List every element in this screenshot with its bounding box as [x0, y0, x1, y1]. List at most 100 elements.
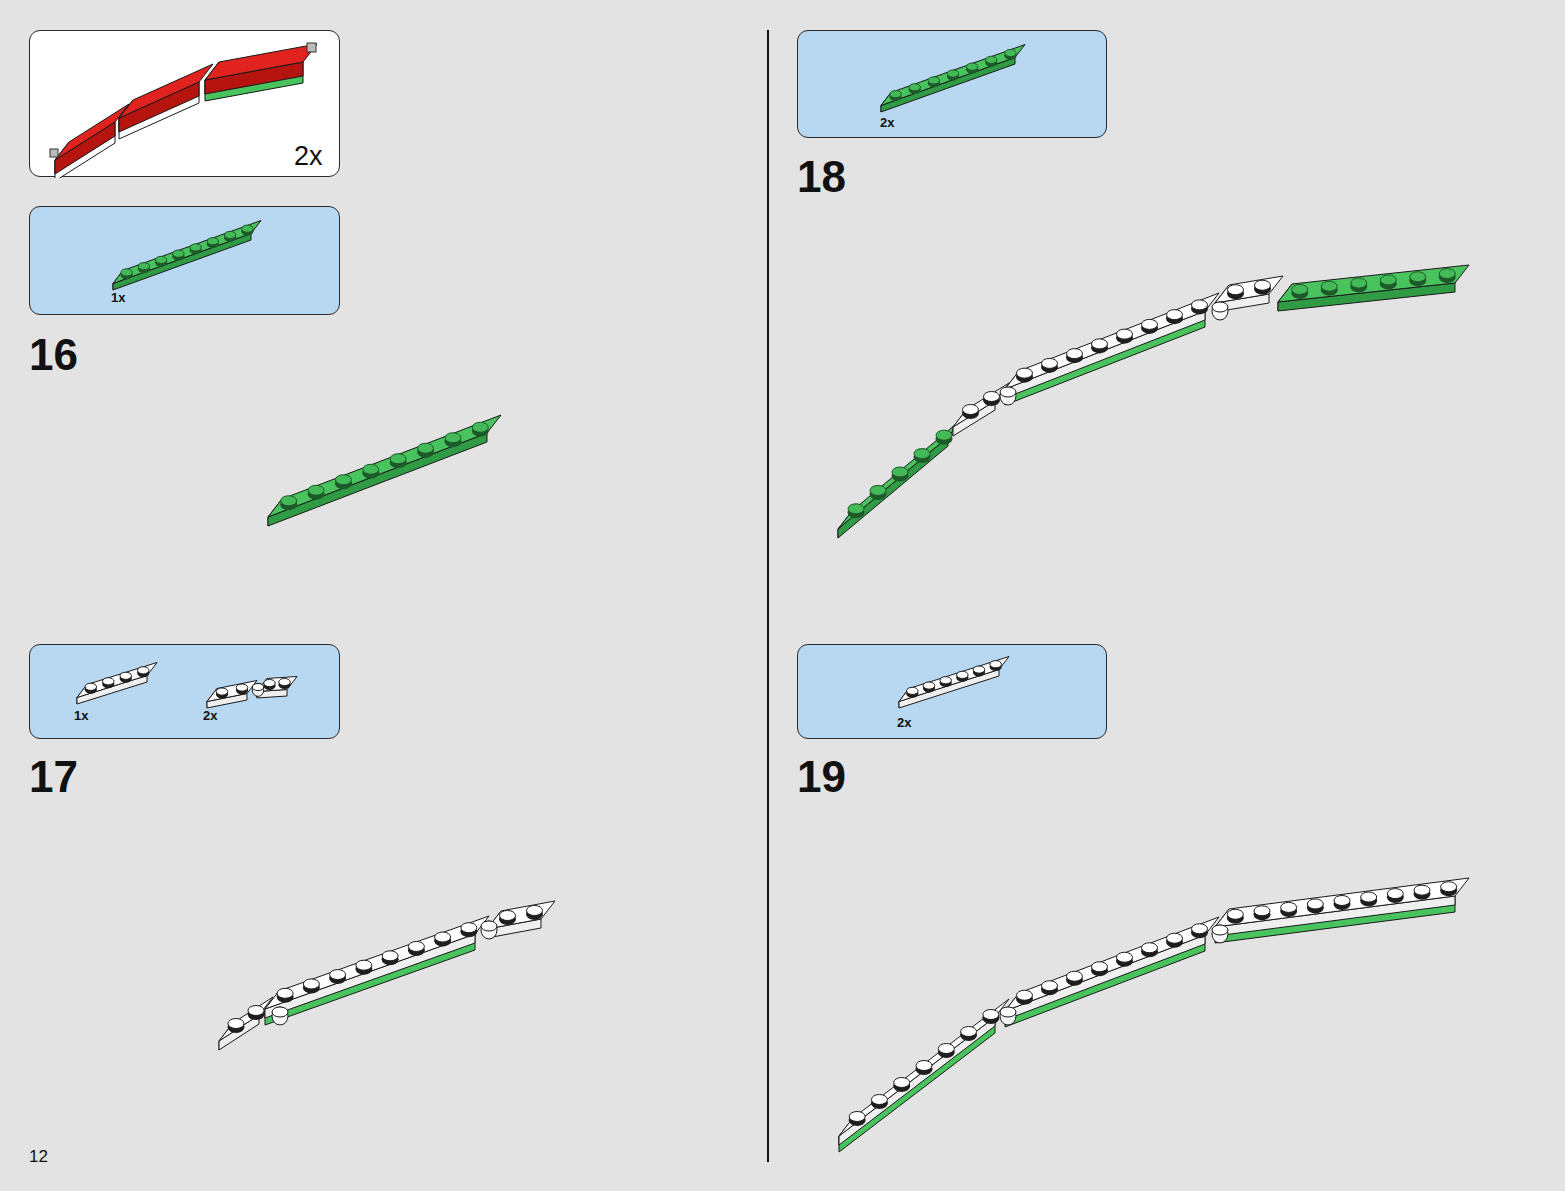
plate-side	[839, 1017, 995, 1145]
under-layer	[1005, 935, 1205, 1027]
plate-top	[1005, 917, 1219, 1011]
stud-top	[1067, 971, 1083, 981]
stud-top	[916, 1061, 932, 1071]
stud-top	[1307, 899, 1323, 909]
stud-top	[1067, 349, 1083, 359]
stud-top	[1167, 310, 1183, 320]
stud-top	[940, 677, 952, 684]
step-number: 19	[797, 755, 846, 799]
lego-plate	[113, 221, 261, 291]
plate-top	[1278, 265, 1469, 302]
plate-top	[119, 64, 213, 118]
parts-art	[798, 645, 1108, 740]
stud-top	[445, 433, 461, 443]
step-number: 17	[29, 755, 78, 799]
under-layer	[1005, 311, 1205, 405]
stud-top	[936, 430, 952, 440]
stud-top	[938, 1044, 954, 1054]
stud-top	[248, 1006, 264, 1016]
plate-side	[265, 934, 475, 1018]
hinge-joint	[252, 683, 264, 696]
stud-top	[1334, 896, 1350, 906]
stud-top	[408, 941, 424, 951]
stud-top	[849, 1112, 865, 1122]
stud-top	[1042, 981, 1058, 991]
stud-top	[1042, 358, 1058, 368]
stud-top	[390, 454, 406, 464]
stud-top	[472, 422, 488, 432]
lego-plate	[1215, 878, 1469, 943]
stud-top	[335, 475, 351, 485]
stud-top	[1167, 933, 1183, 943]
stud-top	[1281, 902, 1297, 912]
stud-top	[418, 443, 434, 453]
plate-top	[55, 104, 129, 160]
stud-top	[527, 906, 543, 916]
plate-side	[77, 676, 147, 705]
stud-top	[914, 449, 930, 459]
stud-top	[1321, 281, 1337, 291]
stud-top	[907, 687, 919, 694]
stud-top	[928, 77, 940, 84]
stud-top	[961, 1027, 977, 1037]
hinge-joint	[1212, 302, 1228, 312]
plate-top	[838, 419, 962, 529]
stud-top	[1255, 280, 1271, 290]
parts-art	[798, 31, 1108, 139]
stud-top	[1017, 368, 1033, 378]
hinge-joint	[272, 1007, 288, 1017]
plate-side	[838, 437, 948, 538]
stud-top	[1351, 278, 1367, 288]
hinge-joint	[481, 921, 497, 939]
lego-plate	[205, 44, 317, 101]
parts-callout: 1x	[29, 206, 340, 315]
stud-top	[1441, 882, 1457, 892]
stud-top	[986, 56, 998, 63]
hinge-joint	[1000, 1007, 1016, 1025]
stud-top	[1117, 329, 1133, 339]
stud-top	[356, 960, 372, 970]
lego-plate	[899, 657, 1009, 709]
lego-plate	[1278, 265, 1469, 311]
lego-plate	[268, 415, 501, 526]
quantity-label: 2x	[897, 716, 911, 729]
page-divider	[767, 30, 769, 1162]
plate-top	[77, 663, 157, 698]
lego-plate	[207, 681, 257, 709]
stud-top	[1092, 339, 1108, 349]
plate-top	[205, 44, 317, 80]
stud-top	[207, 238, 219, 245]
stud-top	[1142, 943, 1158, 953]
stud-top	[264, 679, 276, 686]
step-number: 18	[797, 155, 846, 199]
parts-art	[30, 645, 341, 740]
stud-top	[1117, 952, 1133, 962]
stud-top	[1254, 906, 1270, 916]
stud-top	[85, 683, 97, 690]
stud-top	[894, 1078, 910, 1088]
plate-side	[268, 433, 487, 526]
parts-callout: 1x2x	[29, 644, 340, 739]
stud-top	[890, 91, 902, 98]
stud-top	[1005, 49, 1017, 56]
stud-top	[870, 485, 886, 495]
stud-top	[966, 63, 978, 70]
stud-top	[277, 988, 293, 998]
lego-plate	[1005, 293, 1219, 405]
stud-top	[1361, 892, 1377, 902]
stud-top	[500, 911, 516, 921]
plate-top	[839, 999, 1009, 1136]
stud-top	[102, 678, 114, 685]
plate-top	[881, 45, 1025, 106]
stud-top	[137, 667, 149, 674]
hinge-joint	[1000, 387, 1016, 405]
lego-plate	[265, 916, 489, 1025]
stud-top	[1439, 269, 1455, 279]
stud-top	[1192, 300, 1208, 310]
plate-top	[207, 681, 257, 702]
stud-top	[984, 392, 1000, 402]
hinge-joint	[1212, 925, 1228, 935]
assembly-callout: 2x	[29, 30, 340, 177]
stud-top	[947, 70, 959, 77]
stud-top	[279, 678, 291, 685]
